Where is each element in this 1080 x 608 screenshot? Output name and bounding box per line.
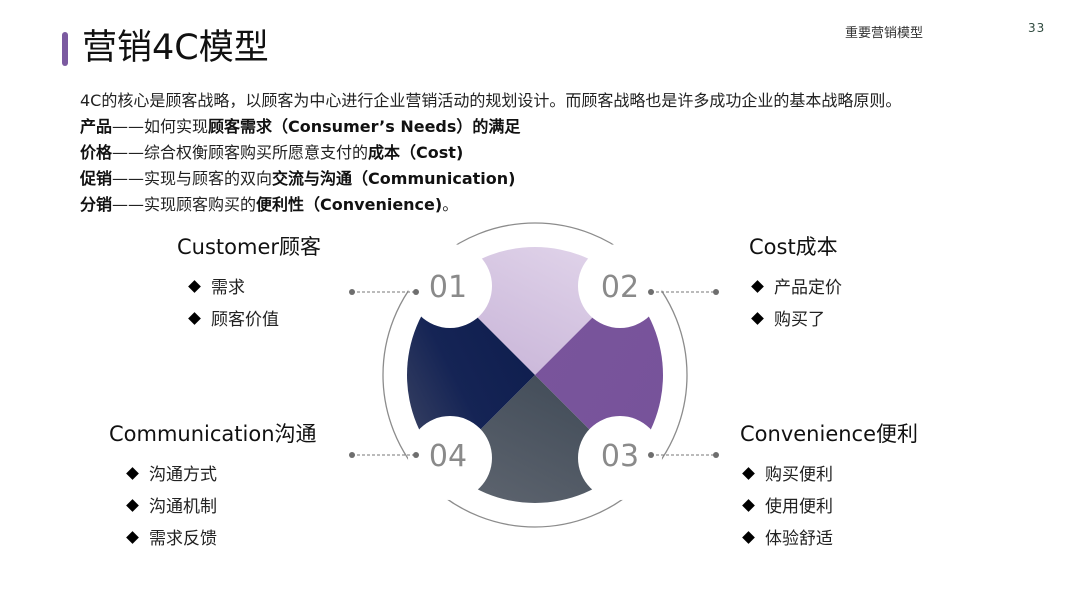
number-03: 03 [601,439,639,474]
section-title-cost: Cost成本 [749,235,838,259]
page-number: 33 [1028,21,1046,35]
bullet-item: 使用便利 [742,491,833,523]
diamond-bullet-icon [742,499,755,512]
bullet-item: 购买了 [751,304,842,336]
diamond-bullet-icon [126,531,139,544]
notch-01 [408,244,492,328]
bullet-item: 体验舒适 [742,523,833,555]
bullets-customer: 需求 顾客价值 [188,272,279,336]
bullet-item: 沟通方式 [126,459,217,491]
section-title-convenience: Convenience便利 [740,422,919,446]
connector-dot [713,452,719,458]
page-title: 营销4C模型 [82,28,269,68]
number-02: 02 [601,270,639,305]
bullet-item: 沟通机制 [126,491,217,523]
intro-summary: 4C的核心是顾客战略，以顾客为中心进行企业营销活动的规划设计。而顾客战略也是许多… [80,91,902,110]
bullets-convenience: 购买便利 使用便利 体验舒适 [742,459,833,555]
diamond-bullet-icon [751,280,764,293]
connector-dot [713,289,719,295]
outer-ring [382,222,688,528]
intro-line-price: 价格——综合权衡顾客购买所愿意支付的成本（Cost) [80,143,464,162]
section-title-customer: Customer顾客 [177,235,322,259]
bullet-item: 需求 [188,272,279,304]
intro-line-distribution: 分销——实现顾客购买的便利性（Convenience)。 [80,195,459,214]
diamond-bullet-icon [188,280,201,293]
bullet-item: 产品定价 [751,272,842,304]
diamond-bullet-icon [126,467,139,480]
bullet-item: 顾客价值 [188,304,279,336]
section-title-communication: Communication沟通 [109,422,317,446]
bullets-cost: 产品定价 购买了 [751,272,842,336]
connector-dot [413,452,419,458]
connector-dot [413,289,419,295]
diamond-bullet-icon [751,312,764,325]
number-01: 01 [429,270,467,305]
notch-02 [578,244,662,328]
diamond-bullet-icon [742,467,755,480]
connector-dot [648,452,654,458]
section-label: 重要营销模型 [845,26,924,41]
connector-dot [648,289,654,295]
notch-03 [578,416,662,500]
title-accent-bar [62,32,68,66]
diamond-bullet-icon [742,531,755,544]
diamond-bullet-icon [126,499,139,512]
intro-line-product: 产品——如何实现顾客需求（Consumer’s Needs）的满足 [80,117,521,136]
connector-dot [349,452,355,458]
bullet-item: 购买便利 [742,459,833,491]
diamond-bullet-icon [188,312,201,325]
intro-text: 4C的核心是顾客战略，以顾客为中心进行企业营销活动的规划设计。而顾客战略也是许多… [80,88,901,218]
bullet-item: 需求反馈 [126,523,217,555]
notch-04 [408,416,492,500]
number-04: 04 [429,439,467,474]
bullets-communication: 沟通方式 沟通机制 需求反馈 [126,459,217,555]
connector-dot [349,289,355,295]
intro-line-promotion: 促销——实现与顾客的双向交流与沟通（Communication) [80,169,516,188]
